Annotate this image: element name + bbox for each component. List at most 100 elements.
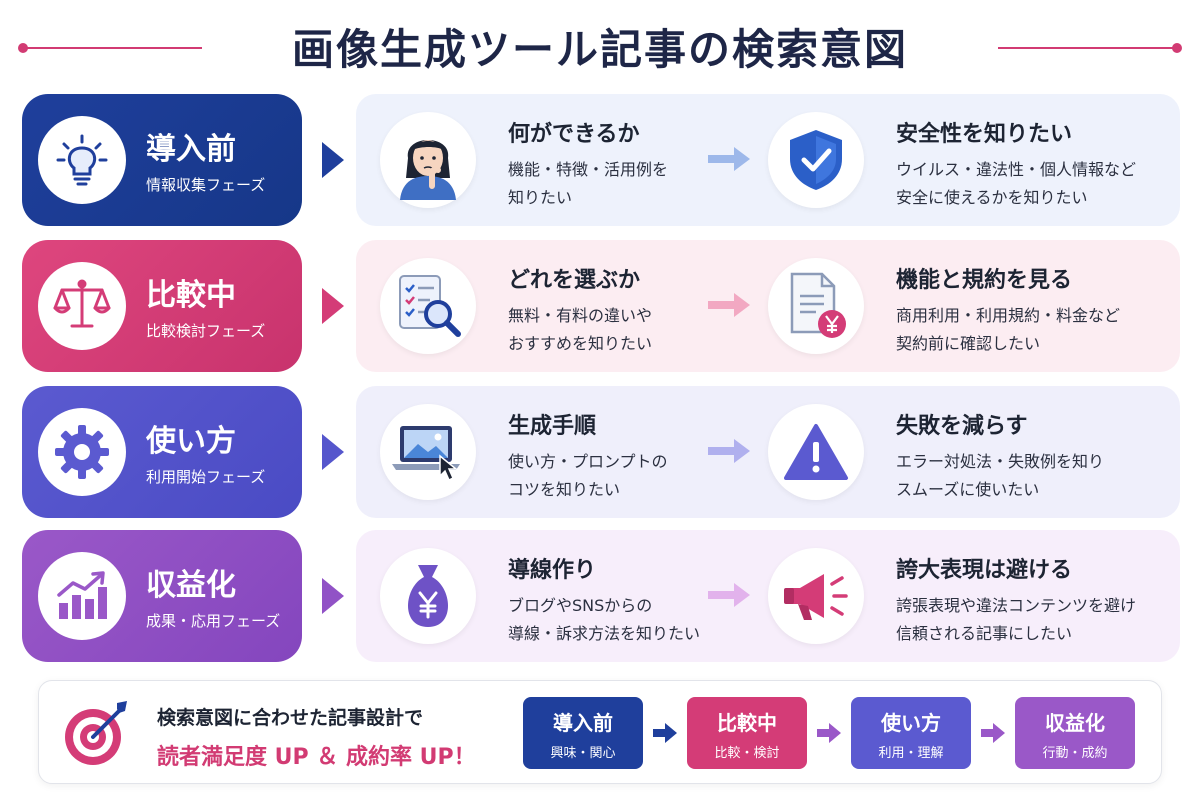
row-arrow-icon	[322, 288, 344, 324]
flow-step-sub: 興味・関心	[550, 746, 616, 761]
intent-icon-circle	[768, 404, 864, 500]
row-usage: 使い方 利用開始フェーズ 生成手順 使い方・プロンプトの コツを知りたい	[22, 386, 1180, 518]
intent-icon-circle	[380, 112, 476, 208]
megaphone-icon	[784, 574, 848, 620]
right-arrow-icon	[708, 293, 750, 317]
right-arrow-icon	[708, 439, 750, 463]
stage-name: 比較中	[146, 278, 236, 313]
intent-title: 安全性を知りたい	[896, 122, 1073, 147]
summary-headline: 検索意図に合わせた記事設計で	[157, 707, 424, 729]
flow-step-monetization: 収益化 行動・成約	[1015, 697, 1135, 769]
stage-subtitle: 利用開始フェーズ	[146, 468, 266, 486]
lightbulb-icon	[56, 134, 108, 186]
intent-icon-circle	[380, 404, 476, 500]
summary-highlight: 読者満足度 UP ＆ 成約率 UP！	[157, 745, 476, 770]
stage-card-monetization: 収益化 成果・応用フェーズ	[22, 530, 302, 662]
stage-subtitle: 比較検討フェーズ	[146, 322, 266, 340]
intent-description-line: エラー対処法・失敗例を知り	[896, 452, 1105, 471]
page-title: 画像生成ツール記事の検索意図	[291, 25, 908, 74]
intent-description: ブログやSNSからの 導線・訴求方法を知りたい	[508, 592, 700, 648]
stage-subtitle: 成果・応用フェーズ	[146, 612, 281, 630]
stage-icon-circle	[38, 552, 126, 640]
stage-name: 使い方	[146, 424, 236, 459]
title-decor-line-left	[22, 47, 202, 49]
flow-step-sub: 比較・検討	[714, 746, 780, 761]
intent-title: 生成手順	[508, 414, 597, 439]
intent-icon-circle	[768, 258, 864, 354]
intent-icon-circle	[768, 548, 864, 644]
stage-icon-circle	[38, 262, 126, 350]
money-bag-yen-icon	[408, 565, 448, 627]
stage-card-usage: 使い方 利用開始フェーズ	[22, 386, 302, 518]
flow-step-sub: 行動・成約	[1042, 746, 1108, 761]
title-area: 画像生成ツール記事の検索意図	[0, 14, 1200, 80]
intent-description-line: ウイルス・違法性・個人情報など	[896, 160, 1137, 179]
flow-step-name: 収益化	[1045, 711, 1105, 735]
row-introduction: 導入前 情報収集フェーズ 何ができるか 機能・特徴・活用例を 知りたい	[22, 94, 1180, 226]
flow-step-name: 導入前	[553, 711, 613, 735]
flow-step-comparison: 比較中 比較・検討	[687, 697, 807, 769]
intent-icon-circle	[380, 548, 476, 644]
stage-subtitle: 情報収集フェーズ	[146, 176, 266, 194]
intent-description-line: 使い方・プロンプトの	[508, 452, 668, 471]
summary-bar: 検索意図に合わせた記事設計で 読者満足度 UP ＆ 成約率 UP！ 導入前 興味…	[38, 680, 1162, 784]
flow-arrow-icon	[653, 723, 677, 743]
flow-arrow-icon	[817, 723, 841, 743]
intent-title: どれを選ぶか	[508, 268, 641, 293]
intent-description: ウイルス・違法性・個人情報など 安全に使えるかを知りたい	[896, 156, 1136, 212]
row-arrow-icon	[322, 142, 344, 178]
title-decor-dot-right	[1172, 43, 1182, 53]
intent-title: 導線作り	[508, 558, 597, 583]
flow-arrow-icon	[981, 723, 1005, 743]
intent-panel: 何ができるか 機能・特徴・活用例を 知りたい 安全性を知りたい ウイルス・違法性…	[356, 94, 1180, 226]
scale-icon	[53, 279, 111, 328]
row-monetization: 収益化 成果・応用フェーズ 導線作り ブログやSNSからの 導線・訴求方法を知り…	[22, 530, 1180, 662]
flow-step-usage: 使い方 利用・理解	[851, 697, 971, 769]
row-comparison: 比較中 比較検討フェーズ どれを選ぶか 無料・有料の違いや おすすめを知りたい	[22, 240, 1180, 372]
intent-description-line: 信頼される記事にしたい	[896, 624, 1073, 643]
intent-description-line: スムーズに使いたい	[896, 480, 1040, 499]
intent-description-line: 機能・特徴・活用例を	[508, 160, 669, 179]
intent-description: エラー対処法・失敗例を知り スムーズに使いたい	[896, 448, 1104, 504]
intent-description-line: おすすめを知りたい	[508, 334, 653, 353]
intent-panel: どれを選ぶか 無料・有料の違いや おすすめを知りたい 機能と規約を見る 商用利用…	[356, 240, 1180, 372]
intent-description: 商用利用・利用規約・料金など 契約前に確認したい	[896, 302, 1120, 358]
intent-description: 誇張表現や違法コンテンツを避け 信頼される記事にしたい	[896, 592, 1136, 648]
intent-description-line: 知りたい	[508, 188, 573, 207]
intent-description-line: コツを知りたい	[508, 480, 621, 499]
target-arrow-icon	[65, 701, 127, 765]
intent-title: 失敗を減らす	[896, 414, 1028, 439]
stage-icon-circle	[38, 116, 126, 204]
flow-step-sub: 利用・理解	[878, 746, 944, 761]
intent-icon-circle	[380, 258, 476, 354]
intent-panel: 導線作り ブログやSNSからの 導線・訴求方法を知りたい 誇大表現は避ける 誇張…	[356, 530, 1180, 662]
right-arrow-icon	[708, 147, 750, 171]
checklist-magnifier-icon	[399, 275, 461, 337]
intent-description-line: 商用利用・利用規約・料金など	[896, 306, 1121, 325]
intent-description-line: 誇張表現や違法コンテンツを避け	[896, 596, 1137, 615]
flow-step-name: 使い方	[881, 711, 941, 735]
row-arrow-icon	[322, 434, 344, 470]
confused-woman-icon	[400, 140, 456, 200]
stage-name: 導入前	[146, 132, 236, 167]
intent-description-line: 契約前に確認したい	[896, 334, 1041, 353]
intent-description-line: 無料・有料の違いや	[508, 306, 653, 325]
stage-name: 収益化	[146, 568, 236, 603]
right-arrow-icon	[708, 583, 750, 607]
intent-description-line: 導線・訴求方法を知りたい	[508, 624, 701, 643]
intent-icon-circle	[768, 112, 864, 208]
flow-step-name: 比較中	[717, 711, 777, 735]
stage-icon-circle	[38, 408, 126, 496]
row-arrow-icon	[322, 578, 344, 614]
stage-card-introduction: 導入前 情報収集フェーズ	[22, 94, 302, 226]
warning-icon	[784, 424, 848, 480]
intent-description: 無料・有料の違いや おすすめを知りたい	[508, 302, 652, 358]
document-yen-icon	[790, 272, 846, 338]
intent-title: 何ができるか	[508, 122, 640, 147]
stage-card-comparison: 比較中 比較検討フェーズ	[22, 240, 302, 372]
intent-description: 使い方・プロンプトの コツを知りたい	[508, 448, 668, 504]
intent-description-line: ブログやSNSからの	[508, 596, 653, 615]
laptop-image-icon	[392, 426, 460, 482]
shield-check-icon	[790, 130, 842, 190]
title-decor-line-right	[998, 47, 1178, 49]
